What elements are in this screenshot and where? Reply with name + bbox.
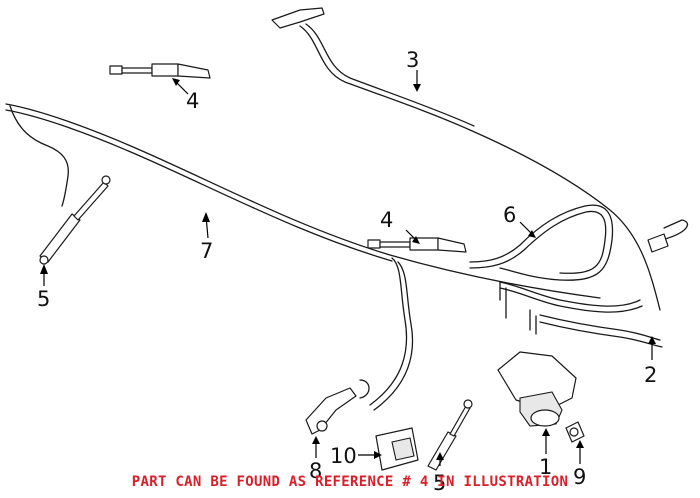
- washer-hose-6: [469, 204, 643, 335]
- callout-8: 8: [309, 459, 322, 483]
- callout-5-bottom: 5: [433, 471, 446, 495]
- leader-lines: [40, 70, 656, 466]
- callout-3: 3: [406, 48, 419, 72]
- part-5-bottom: [427, 399, 473, 471]
- part-9-fitting: [565, 421, 585, 443]
- part-8-bracket: [305, 379, 370, 435]
- part-1-pump: [497, 351, 577, 427]
- callout-4-middle: 4: [380, 208, 393, 232]
- callout-1: 1: [539, 455, 552, 479]
- washer-hose-3: [271, 7, 661, 311]
- callout-2: 2: [644, 363, 657, 387]
- part-4-top: [109, 63, 211, 79]
- part-10-connector: [375, 427, 419, 471]
- part-reference-note: PART CAN BE FOUND AS REFERENCE # 4 IN IL…: [131, 474, 569, 490]
- callout-7: 7: [200, 239, 213, 263]
- callout-10: 10: [330, 444, 357, 468]
- callout-4-top: 4: [186, 89, 199, 113]
- callout-6: 6: [503, 203, 516, 227]
- callout-9: 9: [573, 465, 586, 489]
- callout-5-left: 5: [37, 287, 50, 311]
- part-5-left: [39, 175, 111, 265]
- part-4-middle: [367, 237, 467, 253]
- washer-hose-2: [539, 219, 689, 348]
